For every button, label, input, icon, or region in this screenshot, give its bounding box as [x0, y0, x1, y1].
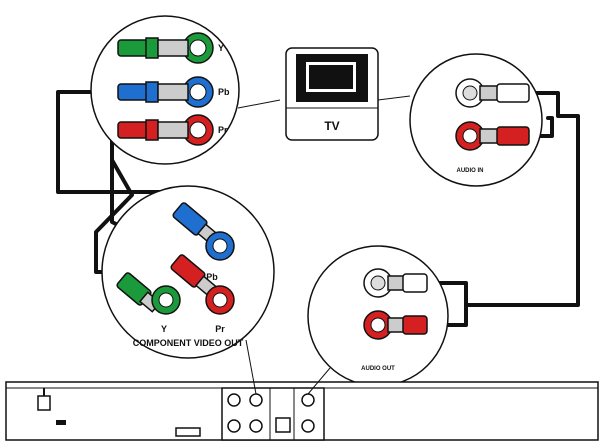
tv-pb-plug: [117, 76, 214, 108]
plug-pin: [479, 128, 499, 144]
tv-label: TV: [324, 119, 339, 133]
plug-body: [117, 83, 149, 101]
panel-jack-3: [249, 393, 263, 407]
jack-inner: [212, 238, 228, 254]
panel-jack-2: [227, 419, 241, 433]
tv-pr-plug: [117, 114, 214, 146]
panel-jack-6: [301, 419, 315, 433]
tv-y-label: Y: [218, 43, 224, 53]
hdmi-port: [175, 427, 201, 437]
plug-pin: [157, 83, 189, 101]
player-pr-plug: [170, 254, 235, 315]
tv-audio-circle: [409, 53, 543, 187]
panel-jack-4: [249, 419, 263, 433]
plug-pin: [387, 317, 405, 333]
panel-jack-5: [301, 393, 315, 407]
power-cord-slot: [37, 395, 51, 411]
tv-pb-label: Pb: [218, 87, 230, 97]
tv-screen-inner: [309, 65, 353, 89]
plug-body: [117, 121, 149, 139]
player-component-bubble: Pb Y Pr COMPONENT VIDEO OUT: [101, 185, 275, 359]
tv-audio-pointer-line: [377, 95, 411, 101]
plug-body: [402, 315, 428, 335]
audio-white-cable: [423, 91, 580, 307]
jack-inner: [212, 292, 228, 308]
plug-body: [496, 83, 530, 103]
player-y-plug: [116, 272, 181, 315]
player-pb-label: Pb: [206, 272, 218, 282]
tv-pr-label: Pr: [218, 125, 228, 135]
player-audio-white-plug: [363, 268, 428, 298]
small-port: [56, 420, 66, 425]
plug-pin: [157, 39, 189, 57]
plug-body: [117, 39, 149, 57]
plug-collar: [145, 81, 159, 103]
audio-out-label: AUDIO OUT: [361, 366, 395, 372]
jack-inner: [158, 292, 174, 308]
tv: TV: [285, 47, 379, 141]
jack-inner: [370, 317, 386, 333]
tv-component-bubble: Y Pb Pr: [90, 15, 240, 165]
plug-collar: [145, 119, 159, 141]
component-video-out-label: COMPONENT VIDEO OUT: [133, 338, 244, 348]
tv-audio-red-plug: [455, 121, 530, 151]
tv-audio-in-label: AUDIO IN: [457, 168, 484, 174]
component-pointer-line: [245, 339, 257, 395]
plug-pin: [479, 85, 499, 101]
player-rear-panel: [5, 381, 599, 441]
audio-pointer-line: [307, 367, 331, 395]
jack-inner: [462, 85, 478, 101]
player-pb-plug: [172, 202, 235, 261]
plug-pin: [157, 121, 189, 139]
player-audio-red-plug: [363, 310, 428, 340]
tv-audio-white-plug: [455, 78, 530, 108]
jack-inner: [189, 121, 207, 139]
jack-inner: [370, 275, 386, 291]
tv-pointer-line: [237, 99, 281, 109]
player-y-label: Y: [161, 324, 167, 334]
jack-inner: [189, 83, 207, 101]
tv-y-plug: [117, 32, 214, 64]
player-audio-bubble: AUDIO OUT: [307, 245, 449, 387]
plug-body: [496, 126, 530, 146]
panel-jack-1: [227, 393, 241, 407]
jack-inner: [189, 39, 207, 57]
player-pr-label: Pr: [215, 324, 225, 334]
plug-collar: [145, 37, 159, 59]
plug-body: [402, 273, 428, 293]
tv-audio-bubble: AUDIO IN: [409, 53, 543, 187]
jack-inner: [462, 128, 478, 144]
plug-pin: [387, 275, 405, 291]
coaxial-port: [275, 417, 291, 433]
